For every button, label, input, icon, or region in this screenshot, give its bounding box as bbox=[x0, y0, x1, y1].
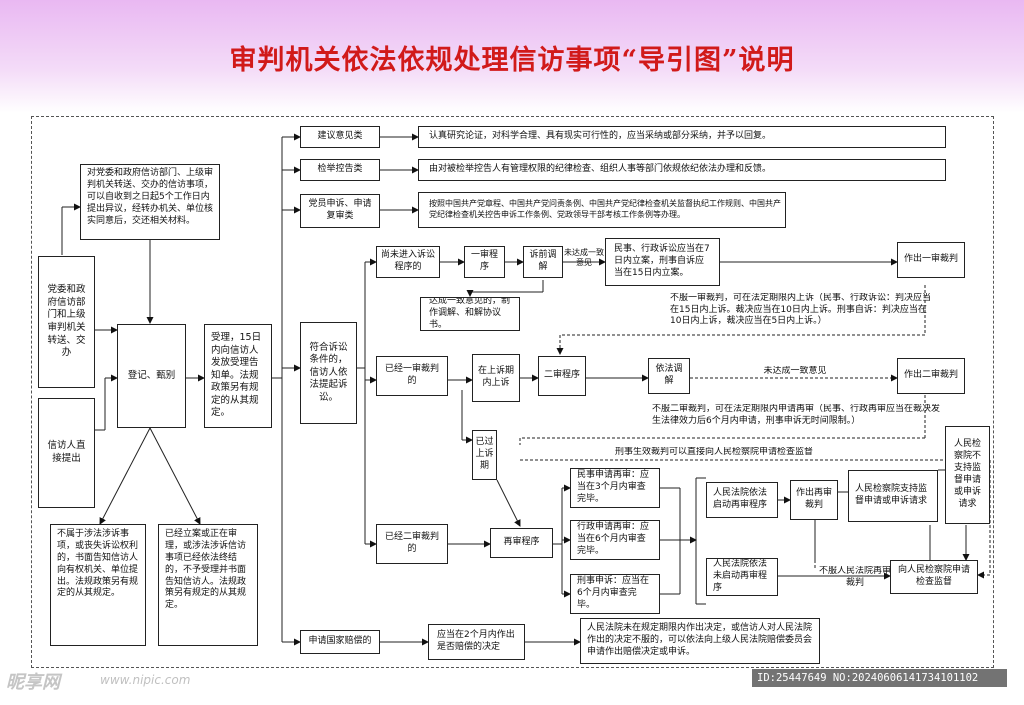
pre-mediation-box: 诉前调解 bbox=[523, 246, 563, 278]
not-agree2-label: 未达成一致意见 bbox=[763, 366, 827, 376]
watermark-logo: 昵享网 bbox=[6, 672, 60, 693]
agreement-box: 达成一致意见的，制作调解、和解协议书。 bbox=[420, 297, 520, 331]
suggestion-category: 建议意见类 bbox=[300, 126, 380, 148]
criminal-retrial-box: 刑事申诉：应当在6个月内审查完毕。 bbox=[570, 574, 660, 614]
court-not-start-box: 人民法院依法未启动再审程序 bbox=[706, 558, 778, 596]
litigation-condition-box: 符合诉讼条件的，信访人依法提起诉讼。 bbox=[300, 322, 357, 424]
report-category: 检举控告类 bbox=[300, 159, 380, 181]
effective-note: 刑事生效裁判可以直接向人民检察院申请检查监督 bbox=[615, 447, 814, 457]
second-instance-box: 二审程序 bbox=[538, 356, 586, 396]
petitioner-direct-box: 信访人直接提出 bbox=[38, 398, 95, 508]
register-screen-box: 登记、甄别 bbox=[117, 324, 186, 428]
not-in-litigation-box: 尚未进入诉讼程序的 bbox=[376, 246, 440, 278]
first-done-box: 已经一审裁判的 bbox=[376, 356, 448, 396]
intake-objection-note: 对党委和政府信访部门、上级审判机关转送、交办的信访事项，可以自收到之日起5个工作… bbox=[80, 164, 220, 240]
retrial-judgment-box: 作出再审裁判 bbox=[790, 480, 838, 520]
party-appeal-category: 党员申诉、申请复审类 bbox=[300, 194, 380, 228]
accept-notice-box: 受理，15日内向信访人发放受理告知单。法规政策另有规定的从其规定。 bbox=[204, 324, 272, 428]
party-appeal-description: 按照中国共产党章程、中国共产党问责条例、中国共产党纪律检查机关监督执纪工作规则、… bbox=[418, 192, 786, 228]
suggestion-description: 认真研究论证，对科学合理、具有现实可行性的，应当采纳或部分采纳，并予以回复。 bbox=[418, 126, 946, 148]
already-filed-box: 已经立案或正在审理，或涉法涉诉信访事项已经依法终结的，不予受理并书面告知信访人。… bbox=[158, 524, 258, 646]
appeal-within-box: 在上诉期内上诉 bbox=[472, 354, 520, 402]
procuratorate-support-box: 人民检察院支持监督申请或申诉请求 bbox=[848, 470, 938, 522]
past-appeal-box: 已过上诉期 bbox=[472, 430, 497, 480]
second-done-box: 已经二审裁判的 bbox=[376, 524, 448, 564]
admin-retrial-box: 行政申请再审：应当在6个月内审查完毕。 bbox=[570, 520, 660, 560]
not-satisfied-label: 不服人民法院再审裁判 bbox=[818, 566, 891, 588]
party-transfer-box: 党委和政府信访部门和上级审判机关转送、交办 bbox=[38, 256, 95, 388]
outer-frame bbox=[31, 116, 994, 668]
first-instance-box: 一审程序 bbox=[464, 246, 505, 278]
retrial-procedure-box: 再审程序 bbox=[490, 528, 553, 558]
retrial-note: 不服二审裁判，可在法定期限内申请再审（民事、行政再审应当在裁决发生法律效力后6个… bbox=[652, 404, 940, 426]
civil-retrial-box: 民事申请再审：应当在3个月内审查完毕。 bbox=[570, 468, 660, 508]
court-start-retrial-box: 人民法院依法启动再审程序 bbox=[706, 482, 778, 518]
compensation-note-box: 人民法院未在规定期限内作出决定，或信访人对人民法院作出的决定不服的，可以依法向上… bbox=[580, 618, 820, 664]
second-judgment-box: 作出二审裁判 bbox=[897, 358, 965, 394]
compensation-deadline-box: 应当在2个月内作出是否赔偿的决定 bbox=[428, 624, 525, 660]
report-description: 由对被检举控告人有管理权限的纪律检查、组织人事等部门依规依纪依法办理和反馈。 bbox=[418, 159, 946, 181]
compensation-box: 申请国家赔偿的 bbox=[300, 630, 380, 654]
filing-deadline-box: 民事、行政诉讼应当在7日内立案，刑事自诉应当在15日内立案。 bbox=[605, 238, 720, 286]
not-agree-label: 未达成一致意见 bbox=[564, 248, 604, 268]
legal-mediation-box: 依法调解 bbox=[648, 358, 690, 394]
first-judgment-box: 作出一审裁判 bbox=[897, 242, 965, 278]
not-litigation-box: 不属于涉法涉诉事项，或丧失诉讼权利的，书面告知信访人向有权机关、单位提出。法规政… bbox=[50, 524, 146, 646]
first-appeal-note: 不服一审裁判，可在法定期限内上诉（民事、行政诉讼：判决应当在15日内上诉。裁决应… bbox=[670, 293, 932, 327]
page-title: 审判机关依法依规处理信访事项“导引图”说明 bbox=[229, 45, 795, 76]
procuratorate-reject-box: 人民检察院不支持监督申请或申诉请求 bbox=[945, 426, 990, 524]
apply-procuratorate-box: 向人民检察院申请检查监督 bbox=[890, 560, 978, 594]
watermark-id-bar: ID:25447649 NO:20240606141734101102 bbox=[752, 669, 1007, 687]
watermark-url: www.nipic.com bbox=[100, 673, 191, 687]
